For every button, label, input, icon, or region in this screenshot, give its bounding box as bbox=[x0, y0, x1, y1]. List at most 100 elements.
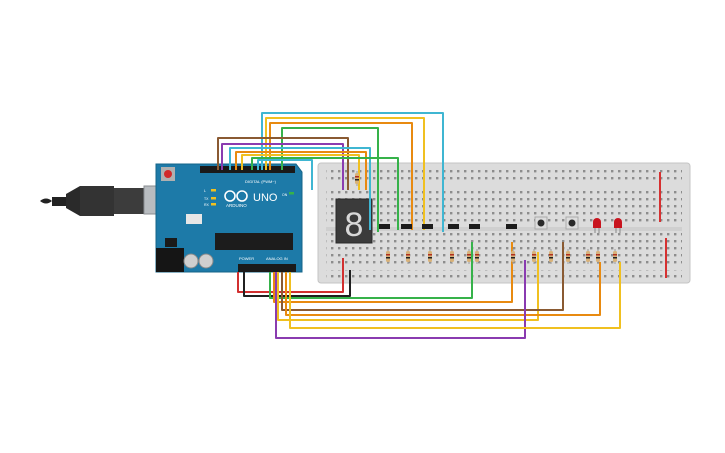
resistor[interactable] bbox=[355, 171, 359, 186]
arduino-logo-icon bbox=[224, 190, 248, 202]
resistor-band bbox=[532, 257, 536, 259]
resistor[interactable] bbox=[475, 249, 479, 264]
resistor-band bbox=[586, 257, 590, 259]
crystal bbox=[186, 214, 202, 224]
resistor-band bbox=[355, 179, 359, 181]
l-label: L bbox=[204, 189, 206, 193]
npn-transistor[interactable] bbox=[506, 224, 517, 229]
resistor-body bbox=[406, 251, 410, 262]
push-button[interactable] bbox=[565, 216, 579, 230]
wire[interactable] bbox=[241, 154, 360, 190]
resistor[interactable] bbox=[428, 249, 432, 264]
resistor[interactable] bbox=[467, 249, 471, 264]
wire[interactable] bbox=[221, 143, 344, 190]
resistor-band bbox=[566, 257, 570, 259]
on-led bbox=[289, 192, 294, 195]
resistor[interactable] bbox=[566, 249, 570, 264]
npn-transistor[interactable] bbox=[448, 224, 459, 229]
resistor-body bbox=[467, 251, 471, 262]
wire[interactable] bbox=[229, 147, 371, 230]
resistor-band bbox=[511, 257, 515, 259]
resistor-band bbox=[467, 254, 471, 256]
resistor-body bbox=[549, 251, 553, 262]
resistor-body bbox=[613, 251, 617, 262]
resistor-band bbox=[428, 257, 432, 259]
resistor-band bbox=[613, 257, 617, 259]
resistor-body bbox=[355, 173, 359, 184]
wire[interactable] bbox=[251, 157, 399, 230]
resistor[interactable] bbox=[549, 249, 553, 264]
led-red[interactable] bbox=[593, 218, 601, 233]
wire[interactable] bbox=[269, 242, 473, 299]
resistor[interactable] bbox=[586, 249, 590, 264]
rx-led bbox=[211, 203, 216, 206]
rx-label: RX bbox=[204, 203, 210, 207]
bottom-power-rail bbox=[326, 270, 682, 280]
wire[interactable] bbox=[277, 252, 539, 321]
resistor-band bbox=[566, 254, 570, 256]
resistor-band bbox=[596, 254, 600, 256]
digital-label: DIGITAL (PWM~) bbox=[245, 179, 277, 184]
led-red[interactable] bbox=[614, 218, 622, 233]
seven-segment-display[interactable]: 8 bbox=[335, 198, 373, 244]
wire[interactable] bbox=[273, 242, 513, 303]
wire[interactable] bbox=[261, 112, 444, 232]
push-button[interactable] bbox=[534, 216, 548, 230]
resistor-band bbox=[532, 254, 536, 256]
resistor-body bbox=[596, 251, 600, 262]
npn-transistor[interactable] bbox=[469, 224, 480, 229]
resistor-band bbox=[549, 257, 553, 259]
wire[interactable] bbox=[285, 262, 601, 316]
resistor-band bbox=[386, 254, 390, 256]
reset-button-cap[interactable] bbox=[164, 170, 172, 178]
wire[interactable] bbox=[243, 270, 351, 297]
resistor[interactable] bbox=[596, 249, 600, 264]
arduino-uno-board[interactable]: ARDUINO UNO DIGITAL (PWM~) POWER ANALOG … bbox=[155, 163, 303, 273]
resistor[interactable] bbox=[406, 249, 410, 264]
npn-transistor[interactable] bbox=[379, 224, 390, 229]
wire[interactable] bbox=[269, 122, 413, 230]
components[interactable] bbox=[355, 171, 622, 264]
capacitor-1 bbox=[183, 253, 199, 269]
top-terminal-strip bbox=[326, 190, 682, 225]
resistor-body bbox=[586, 251, 590, 262]
resistor-band bbox=[386, 257, 390, 259]
wire[interactable] bbox=[235, 151, 367, 190]
power-analog-header[interactable] bbox=[238, 264, 296, 272]
digital-header[interactable] bbox=[200, 166, 295, 173]
resistor[interactable] bbox=[613, 249, 617, 264]
display-digit: 8 bbox=[345, 206, 364, 244]
wires[interactable] bbox=[217, 112, 621, 339]
wire[interactable] bbox=[289, 262, 621, 329]
top-power-rail bbox=[326, 168, 682, 183]
breadboard[interactable] bbox=[317, 162, 691, 284]
npn-transistor[interactable] bbox=[422, 224, 433, 229]
resistor[interactable] bbox=[511, 249, 515, 264]
atmega-chip bbox=[215, 233, 293, 250]
resistor-band bbox=[428, 254, 432, 256]
wire[interactable] bbox=[217, 137, 349, 190]
tx-led bbox=[211, 197, 216, 200]
resistor-band bbox=[467, 257, 471, 259]
wire[interactable] bbox=[281, 242, 564, 311]
resistor-body bbox=[450, 251, 454, 262]
resistor-band bbox=[511, 254, 515, 256]
resistor[interactable] bbox=[386, 249, 390, 264]
resistor-band bbox=[406, 254, 410, 256]
tx-label: TX bbox=[204, 197, 209, 201]
resistor-band bbox=[549, 254, 553, 256]
resistor-body bbox=[475, 251, 479, 262]
on-label: ON bbox=[282, 193, 288, 197]
resistor-band bbox=[596, 257, 600, 259]
led-body bbox=[593, 218, 601, 228]
npn-transistor[interactable] bbox=[401, 224, 412, 229]
wire[interactable] bbox=[275, 260, 526, 339]
resistor[interactable] bbox=[532, 249, 536, 264]
resistor[interactable] bbox=[450, 249, 454, 264]
usb-cable[interactable] bbox=[40, 185, 169, 216]
capacitor-2 bbox=[198, 253, 214, 269]
resistor-band bbox=[450, 254, 454, 256]
resistor-band bbox=[475, 254, 479, 256]
wire[interactable] bbox=[257, 159, 313, 190]
